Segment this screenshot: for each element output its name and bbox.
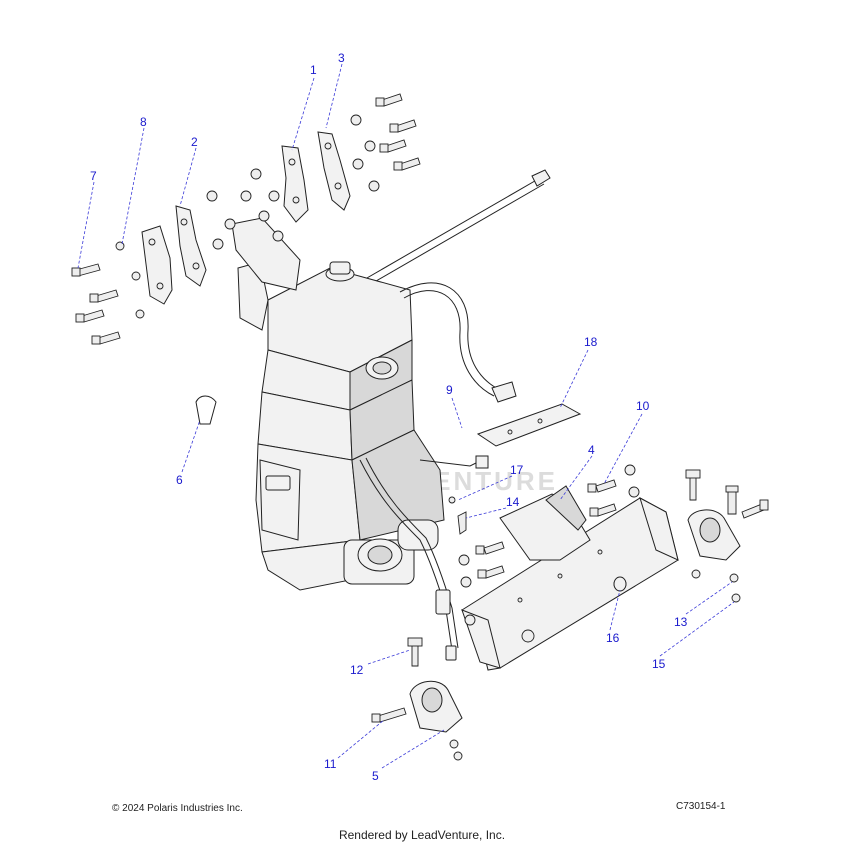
o-ring-gasket[interactable] [195,395,217,425]
upper-mount-plate[interactable] [281,145,309,223]
callout-5[interactable]: 5 [372,769,379,783]
callout-8[interactable]: 8 [140,115,147,129]
callout-15[interactable]: 15 [652,657,666,671]
callout-10[interactable]: 10 [636,399,650,413]
callout-4[interactable]: 4 [588,443,595,457]
mounting-plate[interactable] [476,403,582,447]
callout-7[interactable]: 7 [90,169,97,183]
rendered-by-text: Rendered by LeadVenture, Inc. [338,828,506,842]
diagram-code: C730154-1 [676,801,726,812]
callout-18[interactable]: 18 [584,335,598,349]
callout-17[interactable]: 17 [510,463,524,477]
right-engine-mount[interactable] [685,469,769,603]
bolt-set-left[interactable] [71,263,121,345]
small-clip[interactable] [448,496,467,535]
engine-assembly[interactable] [237,261,517,661]
callout-3[interactable]: 3 [338,51,345,65]
nut-cluster[interactable] [115,114,380,319]
side-mount-plate[interactable] [175,205,207,287]
leader-lines [77,63,735,769]
left-engine-mount[interactable] [371,637,463,761]
rubber-plug[interactable] [613,576,627,592]
frame-crossmember[interactable] [461,485,679,671]
upper-mount-plate-2[interactable] [317,131,351,211]
callout-12[interactable]: 12 [350,663,364,677]
callout-2[interactable]: 2 [191,135,198,149]
callout-6[interactable]: 6 [176,473,183,487]
dipstick-tube[interactable] [359,169,551,289]
copyright-text: © 2024 Polaris Industries Inc. [112,803,243,814]
callout-11[interactable]: 11 [324,757,337,771]
side-mount-plate-2[interactable] [141,225,173,305]
callout-14[interactable]: 14 [506,495,520,509]
callout-16[interactable]: 16 [606,631,620,645]
callout-labels: 1 2 3 4 5 6 7 8 9 10 11 12 13 14 15 16 1… [90,51,688,783]
callout-13[interactable]: 13 [674,615,688,629]
callout-1[interactable]: 1 [310,63,317,77]
callout-9[interactable]: 9 [446,383,453,397]
bolt-set-upper-right[interactable] [375,93,421,171]
